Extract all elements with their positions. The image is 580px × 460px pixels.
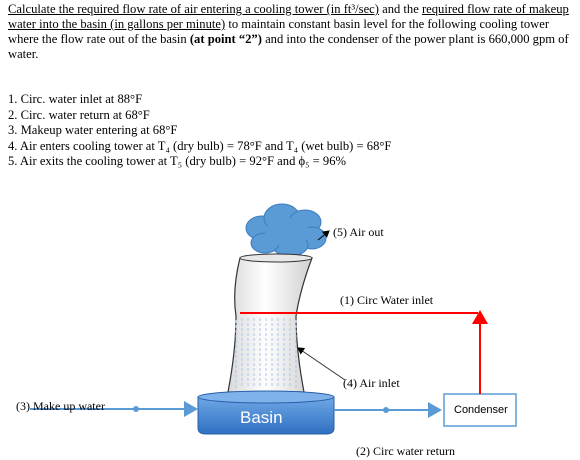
cooling-tower-body bbox=[227, 257, 313, 393]
condition-4: 4. Air enters cooling tower at T₄ (dry b… bbox=[8, 138, 392, 153]
label-circ-water-return: (2) Circ water return bbox=[356, 444, 455, 458]
air-out-arrow bbox=[317, 230, 330, 241]
problem-text-1: and the bbox=[378, 2, 422, 16]
label-air-out: (5) Air out bbox=[333, 225, 384, 239]
basin-shape bbox=[197, 396, 335, 435]
label-condenser: Condenser bbox=[454, 404, 508, 416]
label-makeup-water: (3) Make up water bbox=[16, 399, 105, 413]
steam-cloud-icon bbox=[245, 203, 327, 257]
label-circ-water-inlet: (1) Circ Water inlet bbox=[340, 293, 434, 307]
condition-5: 5. Air exits the cooling tower at T₅ (dr… bbox=[8, 154, 347, 168]
problem-text-3: and into the condenser of the power plan… bbox=[8, 32, 569, 61]
problem-point-2: (at point “2”) bbox=[189, 32, 262, 46]
condition-1: 1. Circ. water inlet at 88°F bbox=[8, 92, 143, 106]
return-pump-dot bbox=[383, 407, 389, 413]
conditions-list: 1. Circ. water inlet at 88°F 2. Circ. wa… bbox=[8, 92, 576, 170]
air-inlet-arrow bbox=[297, 347, 346, 381]
condition-3: 3. Makeup water entering at 68°F bbox=[8, 123, 178, 137]
problem-makeup-clause: required flow rate of makeup water into … bbox=[8, 2, 569, 31]
condition-2: 2. Circ. water return at 68°F bbox=[8, 107, 150, 122]
falling-water-lines bbox=[235, 318, 297, 388]
basin-top bbox=[197, 390, 335, 404]
problem-air-flow-clause: Calculate the required flow rate of air … bbox=[8, 2, 379, 16]
makeup-valve-dot bbox=[133, 406, 139, 412]
problem-text-2: to maintain constant basin level for the… bbox=[8, 17, 550, 46]
problem-statement: Calculate the required flow rate of air … bbox=[8, 2, 576, 62]
label-basin: Basin bbox=[240, 408, 283, 427]
tower-top-rim bbox=[239, 253, 313, 263]
label-air-inlet: (4) Air inlet bbox=[343, 376, 400, 390]
